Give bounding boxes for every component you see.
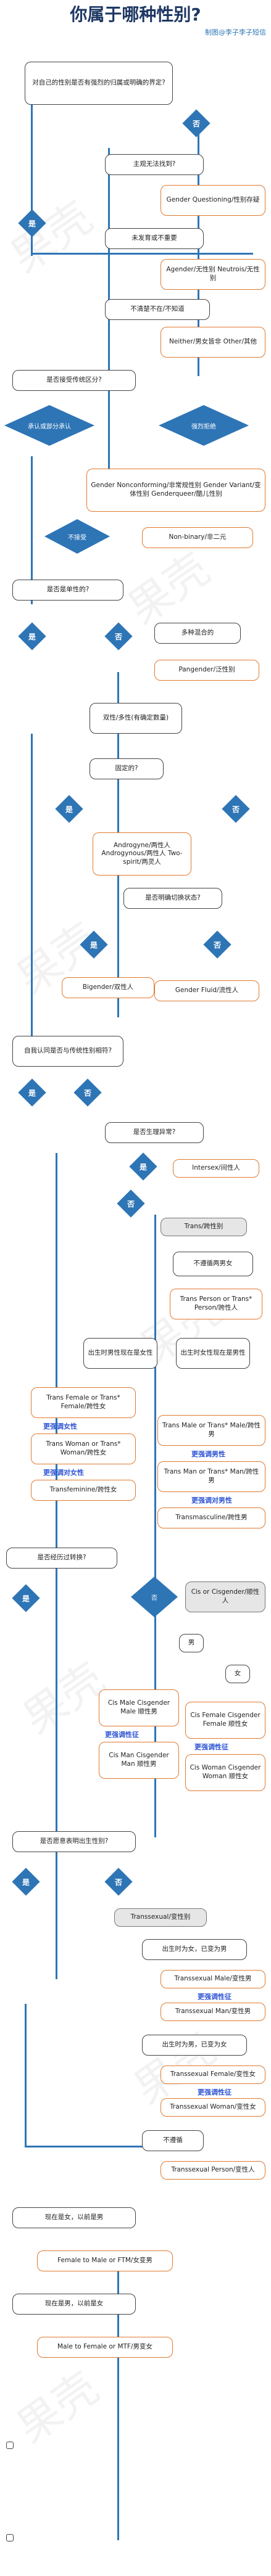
q-gender-identity: 对自己的性别是否有强烈的归属或明确的界定? xyxy=(25,62,173,105)
branch-yes: 是 xyxy=(18,1078,46,1107)
now-male-was-female: 现在是男，以前是女 xyxy=(12,2294,136,2315)
branch-no: 否 xyxy=(73,1078,102,1107)
credit: 制图@李子李子短信 xyxy=(205,28,266,36)
branch-no: 否 xyxy=(203,930,231,959)
branch-yes: 是 xyxy=(55,795,83,823)
annotation: 更强调性征 xyxy=(194,1743,228,1751)
q-matches-traditional: 自我认同是否与传统性别相符? xyxy=(12,1036,123,1067)
branch-yes: 是 xyxy=(18,209,46,237)
connector xyxy=(31,86,33,256)
now-female-was-male: 现在是女，以前是男 xyxy=(12,2207,136,2228)
androgyne: Androgyne/两性人 Androgynous/两性人 Two-spirit… xyxy=(93,832,191,876)
branch-yes: 是 xyxy=(18,622,46,650)
born-f-now-m: 出生时为女，已变为男 xyxy=(142,1939,247,1960)
transfeminine: Transfeminine/跨性女 xyxy=(31,1480,136,1501)
branch-not-accept: 不接受 xyxy=(43,518,111,555)
branch-partial: 承认或部分承认 xyxy=(3,404,96,447)
neither: Neither/男女皆非 Other/其他 xyxy=(161,327,265,358)
trans: Trans/跨性别 xyxy=(161,1218,247,1236)
ts-female: Transsexual Female/变性女 xyxy=(161,2065,265,2084)
trans-female: Trans Female or Trans* Female/跨性女 xyxy=(31,1387,136,1418)
annotation: 更强调性征 xyxy=(198,2088,231,2096)
connector xyxy=(25,2146,179,2147)
ts-person: Transsexual Person/变性人 xyxy=(161,2161,265,2180)
q-transition: 是否经历过转换? xyxy=(6,1548,117,1569)
branch-yes: 是 xyxy=(80,930,108,959)
watermark: 果壳 xyxy=(7,2362,108,2453)
connector xyxy=(31,456,33,604)
watermark: 果壳 xyxy=(1,192,102,283)
annotation: 更强调性征 xyxy=(105,1731,139,1739)
intersex: Intersex/间性人 xyxy=(173,1159,259,1178)
branch-no: 否 xyxy=(117,1189,145,1218)
q-bigender-count: 双性/多性(有确定数量) xyxy=(90,703,182,734)
bigender: Bigender/双性人 xyxy=(62,977,154,998)
non-binary: Non-binary/非二元 xyxy=(142,527,253,548)
transsexual: Transsexual/变性别 xyxy=(114,1908,207,1927)
end-marker xyxy=(6,2534,14,2541)
gender-questioning: Gender Questioning/性别存疑 xyxy=(161,185,265,216)
page-title: 你属于哪种性别? xyxy=(70,4,201,25)
transmasculine: Transmasculine/跨性男 xyxy=(157,1507,265,1528)
q-accept-traditional: 是否接受传统区分? xyxy=(12,370,136,391)
ts-man: Transsexual Man/变性男 xyxy=(161,2003,265,2021)
watermark: 果壳 xyxy=(119,543,219,634)
q-fixed: 固定的? xyxy=(90,758,164,779)
cis-female: Cis Female Cisgender Female 顺性女 xyxy=(185,1702,265,1739)
branch-no: 否 xyxy=(130,1575,179,1618)
female-label: 女 xyxy=(225,1665,250,1683)
gender-fluid: Gender Fluid/流性人 xyxy=(154,980,259,1001)
cis: Cis or Cisgender/顺性人 xyxy=(185,1581,265,1612)
mtf: Male to Female or MTF/男变女 xyxy=(37,2337,173,2358)
connector xyxy=(117,2269,119,2540)
ts-male: Transsexual Male/变性男 xyxy=(161,1970,265,1988)
not-follow: 不遵循 xyxy=(142,2130,204,2151)
branch-no: 否 xyxy=(182,109,211,137)
connector xyxy=(31,253,253,255)
agender: Agender/无性别 Neutrois/无性别 xyxy=(161,259,265,290)
male-label: 男 xyxy=(179,1634,204,1652)
cis-woman: Cis Woman Cisgender Woman 顺性女 xyxy=(185,1754,265,1791)
q-not-binary: 不遵循两男女 xyxy=(173,1252,253,1276)
trans-male: Trans Male or Trans* Male/跨性男 xyxy=(157,1415,265,1446)
connector xyxy=(31,734,33,1054)
annotation: 更强调对女性 xyxy=(43,1469,84,1477)
cis-male: Cis Male Cisgender Male 顺性男 xyxy=(99,1689,179,1726)
ftm: Female to Male or FTM/女变男 xyxy=(37,2250,173,2271)
born-male-now-female: 出生时男性现在是女性 xyxy=(83,1338,157,1369)
connector xyxy=(154,1215,156,1837)
annotation: 更强调对男性 xyxy=(191,1496,232,1504)
branch-yes: 是 xyxy=(12,1868,40,1896)
connector xyxy=(25,2004,27,2146)
q-unknown: 不清楚不在/不知道 xyxy=(105,299,210,320)
q-intersex: 是否生理异常? xyxy=(105,1122,204,1143)
annotation: 更强调性征 xyxy=(198,1993,231,2001)
annotation: 更强调男性 xyxy=(191,1450,225,1458)
gender-nonconforming: Gender Nonconforming/非常规性别 Gender Varian… xyxy=(86,469,265,512)
trans-person: Trans Person or Trans* Person/跨性人 xyxy=(170,1289,262,1319)
branch-yes: 是 xyxy=(12,1584,40,1612)
trans-man: Trans Man or Trans* Man/跨性男 xyxy=(157,1461,265,1492)
q-switch-state: 是否明确切换状态? xyxy=(123,888,222,909)
pangender: Pangender/泛性别 xyxy=(154,660,259,681)
branch-no: 否 xyxy=(222,795,250,823)
branch-yes: 是 xyxy=(129,1152,157,1181)
q-cannot-find: 主观无法找到? xyxy=(105,154,204,175)
end-marker xyxy=(6,2442,14,2449)
q-single-gender: 是否是单性的? xyxy=(12,580,123,601)
born-m-now-f: 出生时为男，已变为女 xyxy=(142,2035,247,2056)
ts-woman: Transsexual Woman/变性女 xyxy=(161,2098,265,2117)
multi-mixed: 多种混合的 xyxy=(154,623,241,644)
q-not-important: 未发育或不重要 xyxy=(105,228,204,249)
q-disclose-birth-sex: 是否愿意表明出生性别? xyxy=(12,1831,136,1852)
branch-no: 否 xyxy=(104,622,133,650)
annotation: 更强调女性 xyxy=(43,1422,77,1430)
branch-reject: 强烈拒绝 xyxy=(157,404,250,447)
branch-no: 否 xyxy=(104,1868,133,1896)
trans-woman: Trans Woman or Trans* Woman/跨性女 xyxy=(31,1434,136,1464)
born-female-now-male: 出生时女性现在是男性 xyxy=(176,1338,250,1369)
cis-man: Cis Man Cisgender Man 顺性男 xyxy=(99,1742,179,1779)
